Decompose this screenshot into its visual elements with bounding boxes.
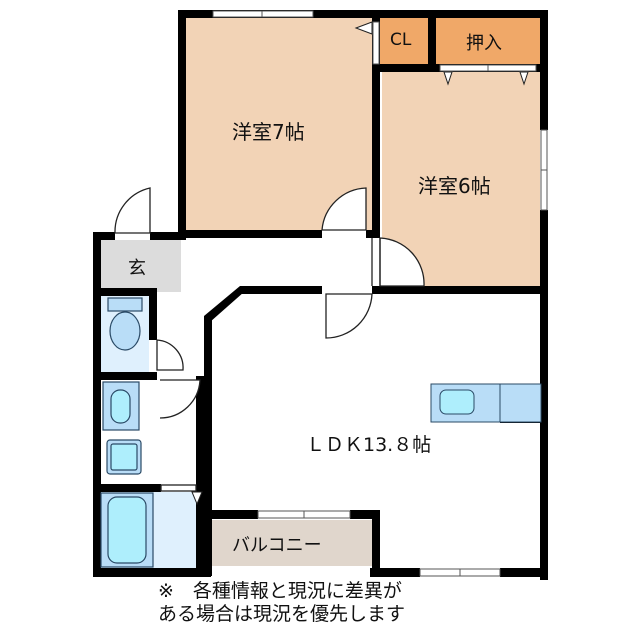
room-label-entrance: 玄 bbox=[128, 258, 146, 279]
room-label-western-7: 洋室7帖 bbox=[232, 120, 305, 144]
disclaimer-line-1: ※ 各種情報と現況に差異が bbox=[158, 580, 402, 602]
room-label-ldk: ＬＤＫ13.８帖 bbox=[306, 434, 432, 456]
disclaimer-note: ※ 各種情報と現況に差異が ある場合は現況を優先します bbox=[158, 580, 405, 626]
room-label-western-6: 洋室6帖 bbox=[418, 174, 491, 198]
room-label-balcony: バルコニー bbox=[232, 535, 322, 556]
entrance-door bbox=[114, 187, 151, 234]
bathroom-door-track bbox=[160, 484, 197, 492]
room-label-oshiire: 押入 bbox=[466, 33, 502, 54]
kitchen-counter-fixture bbox=[430, 383, 542, 423]
bathtub-fixture bbox=[100, 492, 154, 568]
room7-door bbox=[321, 187, 367, 231]
oshiire-fill bbox=[436, 18, 540, 64]
doors bbox=[114, 187, 425, 492]
toilet-fixture bbox=[107, 297, 143, 351]
toilet-door bbox=[156, 339, 184, 371]
room6-door bbox=[379, 237, 425, 287]
disclaimer-line-2: ある場合は現況を優先します bbox=[158, 603, 406, 625]
closet-door-track bbox=[372, 21, 380, 65]
window-room7-top bbox=[212, 10, 314, 18]
washroom-door bbox=[159, 379, 201, 419]
western-room-7-fill bbox=[186, 18, 372, 230]
closet-fill bbox=[378, 18, 430, 64]
washbasin-fixture bbox=[102, 381, 140, 431]
balcony-fill bbox=[212, 520, 372, 566]
ldk-door bbox=[325, 293, 373, 339]
opening-markers bbox=[191, 21, 529, 506]
entrance-fill bbox=[101, 240, 181, 292]
washing-machine-fixture bbox=[106, 439, 142, 475]
room-label-closet: CL bbox=[390, 30, 412, 50]
windows bbox=[212, 10, 548, 577]
